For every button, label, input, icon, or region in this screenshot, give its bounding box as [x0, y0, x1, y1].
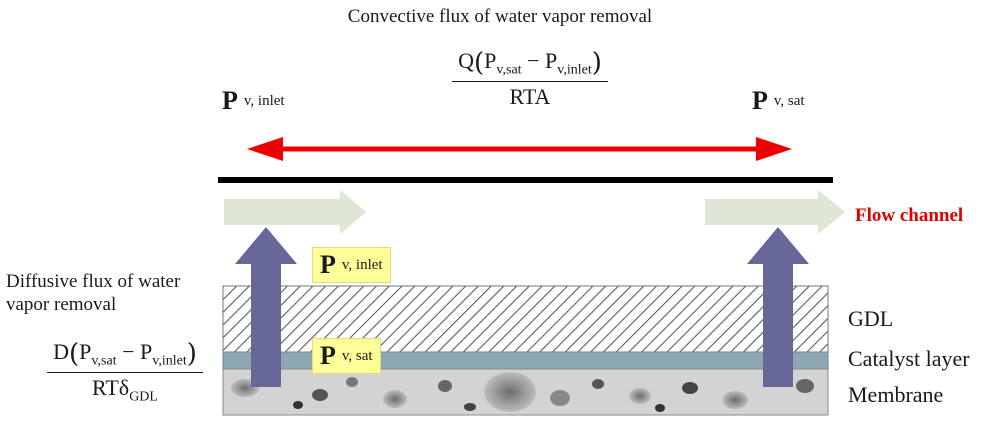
convective-double-arrow	[247, 137, 792, 161]
formula-minus: −	[527, 48, 540, 73]
formula-p1: P	[484, 48, 497, 73]
convective-flux-formula: Q(Pv,sat − Pv,inlet) RTA	[420, 48, 640, 110]
diffusive-formula-denominator: RTδGDL	[30, 373, 220, 405]
convective-formula-denominator: RTA	[509, 84, 551, 110]
top-label-p-inlet-sub: v, inlet	[243, 93, 285, 110]
diffusive-flux-label: Diffusive flux of water vapor removal	[6, 271, 181, 315]
formula-p2-sub: v,inlet	[557, 62, 592, 78]
diff-den-main: RTδ	[92, 375, 130, 401]
diff-formula-p1: P	[79, 339, 92, 364]
formula-p1-sub: v,sat	[496, 62, 522, 78]
gdl-label: GDL	[848, 306, 894, 331]
convective-formula-numerator: Q(Pv,sat − Pv,inlet)	[452, 48, 608, 83]
box-p-sat-p: P	[320, 341, 336, 370]
formula-q: Q	[458, 48, 474, 73]
diffusion-arrow-right	[747, 227, 809, 387]
membrane-layer	[222, 368, 829, 416]
box-p-inlet-p: P	[320, 250, 336, 279]
flow-channel-label: Flow channel	[855, 205, 964, 226]
box-p-inlet-sub: v, inlet	[341, 257, 383, 274]
top-label-p-inlet-p: P	[222, 86, 238, 115]
box-p-sat-sub: v, sat	[341, 348, 373, 365]
diffusive-flux-formula: D(Pv,sat − Pv,inlet) RTδGDL	[30, 339, 220, 406]
diff-formula-minus: −	[122, 339, 135, 364]
diff-formula-p2-sub: v,inlet	[152, 353, 187, 369]
diffusion-arrow-left	[235, 227, 297, 387]
catalyst-layer-label: Catalyst layer	[848, 346, 970, 371]
formula-p2: P	[544, 48, 558, 73]
flow-arrow-left	[224, 190, 366, 234]
flow-arrow-right	[705, 190, 845, 234]
membrane-label: Membrane	[848, 382, 944, 407]
diff-formula-p2: P	[139, 339, 153, 364]
top-label-p-sat-p: P	[752, 86, 768, 115]
formula-d: D	[53, 339, 69, 364]
diffusive-formula-numerator: D(Pv,sat − Pv,inlet)	[47, 339, 203, 374]
convective-flux-title: Convective flux of water vapor removal	[347, 6, 653, 27]
diff-formula-p1-sub: v,sat	[91, 353, 117, 369]
top-label-p-sat-sub: v, sat	[773, 93, 805, 110]
diff-den-sub: GDL	[129, 389, 158, 405]
